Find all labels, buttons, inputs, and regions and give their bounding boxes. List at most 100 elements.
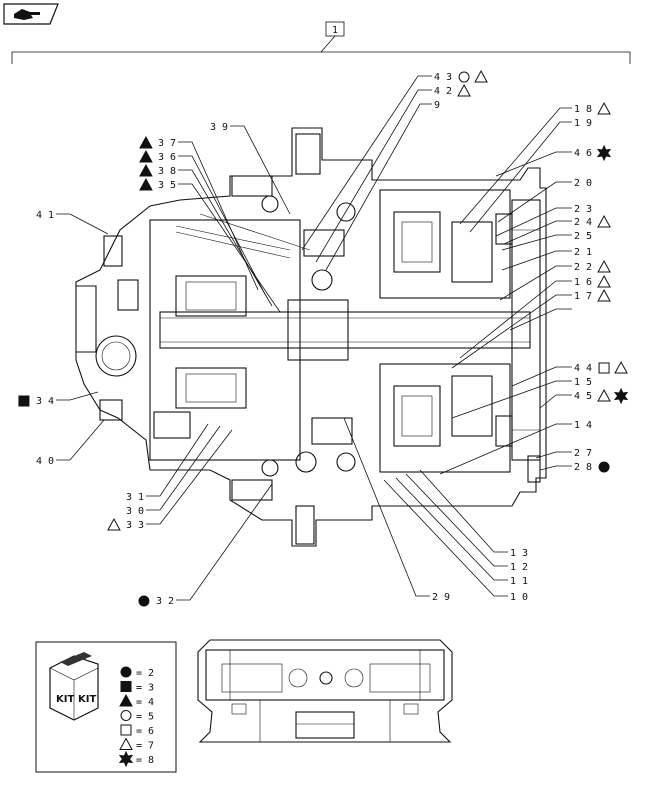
callout-number: 2 5 xyxy=(574,231,592,242)
callout-32[interactable]: 3 2 xyxy=(138,595,174,607)
callout-symbol-triangle-icon xyxy=(597,274,611,288)
callout-symbol-triangle-icon xyxy=(597,214,611,228)
callout-42[interactable]: 4 2 xyxy=(434,83,471,97)
kit-box-text-right: KIT xyxy=(78,694,96,705)
callout-41[interactable]: 4 1 xyxy=(36,210,54,221)
callout-29[interactable]: 2 9 xyxy=(432,592,450,603)
callout-symbol-filled-triangle-icon xyxy=(139,149,153,163)
callout-number: 2 0 xyxy=(574,178,592,189)
callout-45[interactable]: 4 5 xyxy=(574,387,629,405)
callout-19[interactable]: 1 9 xyxy=(574,118,592,129)
callout-25[interactable]: 2 5 xyxy=(574,231,592,242)
callout-12[interactable]: 1 2 xyxy=(510,562,528,573)
callout-symbol-circle-icon xyxy=(458,71,470,83)
callout-36[interactable]: 3 6 xyxy=(139,149,176,163)
callout-20[interactable]: 2 0 xyxy=(574,178,592,189)
callout-number: 4 4 xyxy=(574,363,592,374)
legend-entry: =8 xyxy=(118,750,154,768)
callout-31[interactable]: 3 1 xyxy=(126,492,144,503)
callout-number: 1 6 xyxy=(574,277,592,288)
callout-number: 1 8 xyxy=(574,104,592,115)
legend-symbol-dot-icon xyxy=(120,666,132,678)
callout-number: 1 5 xyxy=(574,377,592,388)
callout-34[interactable]: 3 4 xyxy=(18,395,54,407)
callout-symbol-triangle-icon xyxy=(474,69,488,83)
callout-number: 4 0 xyxy=(36,456,54,467)
legend-equals: = xyxy=(136,683,142,694)
assembled-view xyxy=(197,639,453,743)
callout-number: 2 9 xyxy=(432,592,450,603)
callout-14[interactable]: 1 4 xyxy=(574,420,592,431)
legend-value: 7 xyxy=(148,741,154,752)
callout-30[interactable]: 3 0 xyxy=(126,506,144,517)
callout-number: 3 9 xyxy=(210,122,228,133)
callout-9[interactable]: 9 xyxy=(434,100,440,111)
callout-38[interactable]: 3 8 xyxy=(139,163,176,177)
legend-equals: = xyxy=(136,668,142,679)
callout-symbol-triangle-icon xyxy=(457,83,471,97)
callout-number: 2 2 xyxy=(574,262,592,273)
nav-button[interactable] xyxy=(3,3,59,25)
callout-number: 4 2 xyxy=(434,86,452,97)
callout-21[interactable]: 2 1 xyxy=(574,247,592,258)
callout-number: 4 6 xyxy=(574,148,592,159)
legend-symbol-triangle-icon xyxy=(119,737,133,750)
callout-17[interactable]: 1 7 xyxy=(574,288,611,302)
callout-symbol-dot-icon xyxy=(138,595,150,607)
callout-number: 3 2 xyxy=(156,596,174,607)
callout-symbol-triangle-icon xyxy=(597,101,611,115)
callout-18[interactable]: 1 8 xyxy=(574,101,611,115)
callout-10[interactable]: 1 0 xyxy=(510,592,528,603)
callout-number: 1 0 xyxy=(510,592,528,603)
callout-symbol-filled-triangle-icon xyxy=(139,177,153,191)
callout-37[interactable]: 3 7 xyxy=(139,135,176,149)
kit-legend-entries: =2=3=4=5=6=7=8 xyxy=(118,666,154,768)
legend-entry: =2 xyxy=(120,666,154,679)
callout-symbol-triangle-icon xyxy=(597,288,611,302)
callout-number: 2 8 xyxy=(574,462,592,473)
legend-value: 4 xyxy=(148,697,154,708)
callout-23[interactable]: 2 3 xyxy=(574,204,592,215)
callout-symbol-triangle-icon xyxy=(614,360,628,374)
callout-24[interactable]: 2 4 xyxy=(574,214,611,228)
callout-11[interactable]: 1 1 xyxy=(510,576,528,587)
callout-15[interactable]: 1 5 xyxy=(574,377,592,388)
callout-16[interactable]: 1 6 xyxy=(574,274,611,288)
callout-number: 3 3 xyxy=(126,520,144,531)
callout-symbol-triangle-icon xyxy=(107,517,121,531)
callout-44[interactable]: 4 4 xyxy=(574,360,628,374)
callout-40[interactable]: 4 0 xyxy=(36,456,54,467)
callout-symbol-filled-square-icon xyxy=(18,395,30,407)
callout-symbol-triangle-icon xyxy=(597,388,611,402)
legend-symbol-square-icon xyxy=(120,724,132,736)
callout-43[interactable]: 4 3 xyxy=(434,69,488,83)
kit-box-text-left: KIT xyxy=(56,694,74,705)
callout-number: 3 5 xyxy=(158,180,176,191)
callout-35[interactable]: 3 5 xyxy=(139,177,176,191)
callout-number: 3 7 xyxy=(158,138,176,149)
callout-number: 2 1 xyxy=(574,247,592,258)
callout-symbol-dot-icon xyxy=(598,461,610,473)
callout-27[interactable]: 2 7 xyxy=(574,448,592,459)
callout-number: 2 4 xyxy=(574,217,592,228)
callout-46[interactable]: 4 6 xyxy=(574,144,612,162)
callout-number: 2 3 xyxy=(574,204,592,215)
callout-13[interactable]: 1 3 xyxy=(510,548,528,559)
callout-number: 3 1 xyxy=(126,492,144,503)
legend-entry: =3 xyxy=(120,681,154,694)
callout-33[interactable]: 3 3 xyxy=(107,517,144,531)
callout-number: 2 7 xyxy=(574,448,592,459)
legend-value: 3 xyxy=(148,683,154,694)
callout-symbol-square-icon xyxy=(598,362,610,374)
callout-28[interactable]: 2 8 xyxy=(574,461,610,473)
callout-number: 1 4 xyxy=(574,420,592,431)
legend-value: 8 xyxy=(148,755,154,766)
legend-symbol-circle-icon xyxy=(120,710,132,721)
callout-39[interactable]: 3 9 xyxy=(210,122,228,133)
callout-22[interactable]: 2 2 xyxy=(574,259,611,273)
legend-equals: = xyxy=(136,741,142,752)
callout-number: 1 2 xyxy=(510,562,528,573)
callout-symbol-filled-triangle-icon xyxy=(139,163,153,177)
legend-entry: =6 xyxy=(120,724,154,737)
